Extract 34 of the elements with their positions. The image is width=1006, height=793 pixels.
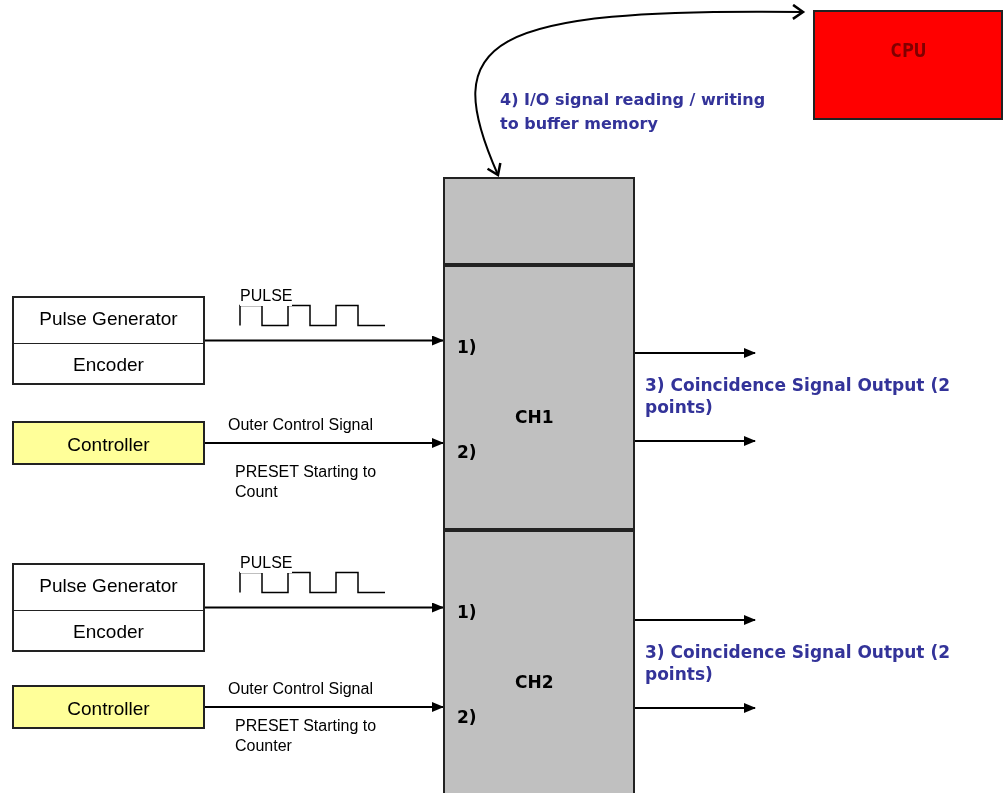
- signal-note: PRESET Starting to Counter: [235, 716, 378, 756]
- box-text: Pulse Generator: [38, 307, 179, 331]
- output-note: 3) Coincidence Signal Output (2 points): [645, 374, 950, 418]
- signal-note: PRESET Starting to Count: [235, 462, 378, 502]
- channel-name: CH1: [515, 407, 554, 427]
- arrow: [634, 615, 756, 625]
- port-number: 2): [457, 707, 477, 727]
- arrow: [634, 436, 756, 446]
- edge-label: Outer Control Signal: [228, 679, 373, 699]
- channel-name: CH2: [515, 672, 554, 692]
- arrow: [204, 602, 444, 613]
- box-text: Encoder: [14, 342, 203, 387]
- box-text: CPU: [888, 38, 928, 62]
- port-number: 1): [457, 337, 477, 357]
- signal-source-box: [12, 563, 205, 652]
- module-header: [443, 177, 635, 265]
- arrow: [204, 702, 444, 712]
- output-note: 3) Coincidence Signal Output (2 points): [645, 641, 950, 685]
- controller-box: [12, 685, 205, 729]
- port-number: 1): [457, 602, 477, 622]
- arrow: [474, 3, 805, 177]
- arrow: [634, 703, 756, 713]
- port-number: 2): [457, 442, 477, 462]
- arrow: [634, 348, 756, 358]
- box-text: Encoder: [14, 609, 203, 654]
- signal-source-box: [12, 296, 205, 385]
- box-text: Pulse Generator: [38, 574, 179, 598]
- box-text: Controller: [66, 434, 151, 456]
- cpu-box: [813, 10, 1003, 120]
- controller-box: [12, 421, 205, 465]
- box-text: Controller: [66, 698, 151, 720]
- edge-label: Outer Control Signal: [228, 415, 373, 435]
- arrow: [204, 438, 444, 448]
- arrow: [204, 335, 444, 346]
